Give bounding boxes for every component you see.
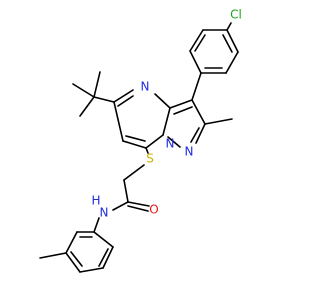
tolyl-ring	[65, 217, 114, 273]
atom-label-nh-n: N	[100, 206, 109, 220]
bond	[93, 231, 114, 248]
bond	[93, 217, 100, 233]
pyrimidine-ring	[113, 89, 171, 149]
bond	[98, 248, 109, 267]
bond	[122, 140, 147, 149]
bond	[65, 231, 78, 254]
bond	[145, 134, 164, 149]
atom-label-nh-h: H	[91, 194, 100, 208]
bond	[162, 107, 171, 136]
bond	[226, 22, 232, 31]
bond	[169, 99, 193, 109]
bond	[145, 147, 149, 154]
bond	[125, 135, 146, 142]
atom-label-n3: N	[185, 145, 194, 159]
bond	[93, 71, 101, 98]
bond	[190, 127, 200, 143]
bond	[191, 72, 202, 101]
bond	[154, 93, 171, 109]
acetamide-chain	[112, 147, 150, 212]
molecule-structure: N N N S O N H Cl	[39, 8, 242, 273]
tert-butyl-group	[72, 71, 115, 117]
bond	[102, 246, 114, 269]
bond	[191, 99, 206, 125]
atom-label-n1: N	[141, 80, 150, 94]
bond	[79, 267, 104, 273]
molecule-diagram: N N N S O N H Cl	[39, 7, 242, 273]
bond	[167, 136, 181, 148]
atom-label-s: S	[146, 152, 154, 166]
bond	[123, 179, 129, 203]
bond	[112, 201, 129, 211]
bond	[79, 96, 95, 117]
bond	[226, 29, 239, 53]
bond	[93, 96, 115, 103]
atom-label-o: O	[149, 203, 158, 217]
bond	[194, 34, 206, 52]
bond	[113, 101, 124, 142]
chlorophenyl-ring	[189, 22, 239, 101]
bond	[173, 106, 193, 115]
atom-label-n2: N	[166, 137, 175, 151]
methyl-bond	[39, 252, 67, 259]
bond	[70, 251, 83, 267]
pyrazole-ring	[167, 99, 206, 148]
methyl-bond	[204, 118, 233, 125]
bond	[65, 252, 81, 273]
bond	[127, 201, 150, 207]
bond	[189, 29, 204, 52]
bond	[72, 83, 95, 98]
bond	[222, 34, 233, 53]
bond	[225, 51, 239, 74]
bond	[123, 164, 145, 181]
bond	[113, 89, 134, 103]
bond	[117, 95, 134, 107]
atom-label-cl: Cl	[230, 8, 242, 22]
bond	[127, 205, 149, 212]
bond	[189, 50, 202, 74]
bond	[195, 123, 206, 144]
